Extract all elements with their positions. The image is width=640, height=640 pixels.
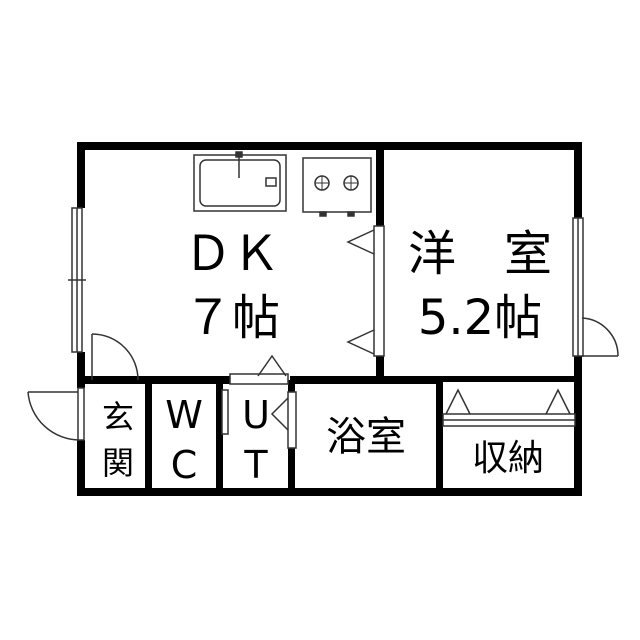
- entrance-label-line2: 関: [102, 444, 134, 482]
- window-left: [68, 207, 86, 353]
- storage-doors: [442, 388, 576, 427]
- door-swing-right: [581, 317, 619, 357]
- door-swing-entrance: [27, 387, 85, 441]
- storage-label: 収納: [472, 438, 544, 479]
- dk-label-line1: ＤＫ: [184, 226, 280, 282]
- gas-stove: [302, 157, 372, 217]
- ut-label-line1: U: [242, 393, 270, 437]
- ut-label-line2: T: [243, 443, 268, 487]
- western-label-line2: 5.2帖: [418, 290, 542, 346]
- door-wc: [221, 389, 229, 435]
- door-bath: [270, 391, 297, 449]
- window-right: [572, 217, 584, 357]
- bath-label: 浴室: [326, 414, 406, 460]
- dk-label-line2: ７帖: [184, 290, 280, 346]
- wc-label-line1: W: [165, 393, 203, 437]
- kitchen-sink: [193, 151, 287, 212]
- entrance-label-line1: 玄: [102, 398, 134, 436]
- wc-label-line2: C: [171, 443, 198, 487]
- western-label-line1: 洋 室: [408, 226, 552, 282]
- sliding-door-washroom: [229, 354, 289, 385]
- door-swing-dk: [91, 333, 139, 381]
- sliding-door-dk-western: [346, 225, 385, 357]
